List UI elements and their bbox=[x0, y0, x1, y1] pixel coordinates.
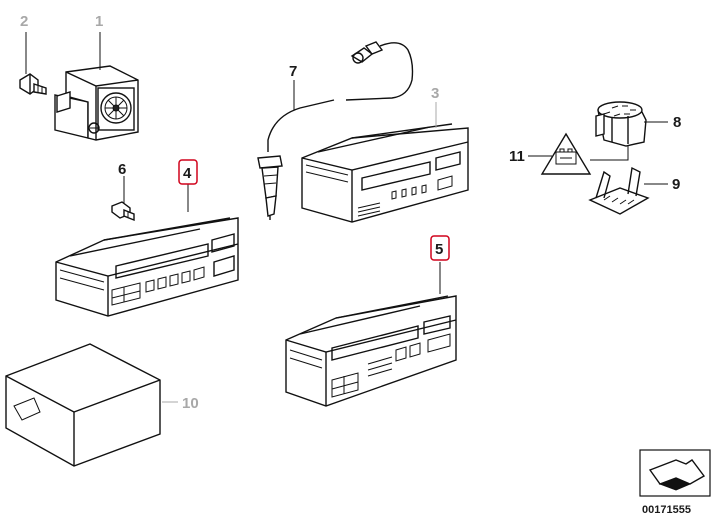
callout-10[interactable]: 10 bbox=[182, 395, 199, 412]
callout-3[interactable]: 3 bbox=[431, 85, 439, 102]
callout-6[interactable]: 6 bbox=[118, 161, 126, 178]
part-1-blower-module[interactable] bbox=[54, 65, 139, 141]
part-7-temperature-sensor[interactable] bbox=[257, 41, 414, 220]
logo-block: 00171555 bbox=[639, 449, 711, 516]
part-4-control-unit[interactable] bbox=[55, 217, 239, 317]
part-5-control-unit[interactable] bbox=[285, 295, 457, 407]
highlight-box-5 bbox=[430, 235, 450, 261]
part-9-connector-clip[interactable] bbox=[588, 166, 650, 215]
callout-5[interactable]: 5 bbox=[435, 241, 443, 258]
part-10-package-box[interactable] bbox=[5, 343, 161, 467]
leader-lines bbox=[25, 32, 668, 403]
part-11-warning-label[interactable] bbox=[540, 132, 592, 175]
callout-11[interactable]: 11 bbox=[509, 148, 525, 165]
part-3-heater-control[interactable] bbox=[301, 123, 469, 223]
callout-7[interactable]: 7 bbox=[289, 63, 297, 80]
highlight-box-4 bbox=[178, 159, 198, 185]
reference-number: 00171555 bbox=[642, 504, 691, 516]
battery-warning-triangle-icon bbox=[555, 148, 577, 165]
callout-4[interactable]: 4 bbox=[183, 165, 192, 182]
part-2-screw[interactable] bbox=[19, 73, 47, 95]
callout-2[interactable]: 2 bbox=[20, 13, 28, 30]
folded-arrow-logo-icon bbox=[648, 459, 706, 491]
callout-9[interactable]: 9 bbox=[672, 176, 680, 193]
part-8-connector-socket[interactable] bbox=[595, 101, 647, 147]
callout-8[interactable]: 8 bbox=[673, 114, 681, 131]
callout-1[interactable]: 1 bbox=[95, 13, 103, 30]
part-6-screw[interactable] bbox=[111, 201, 135, 222]
